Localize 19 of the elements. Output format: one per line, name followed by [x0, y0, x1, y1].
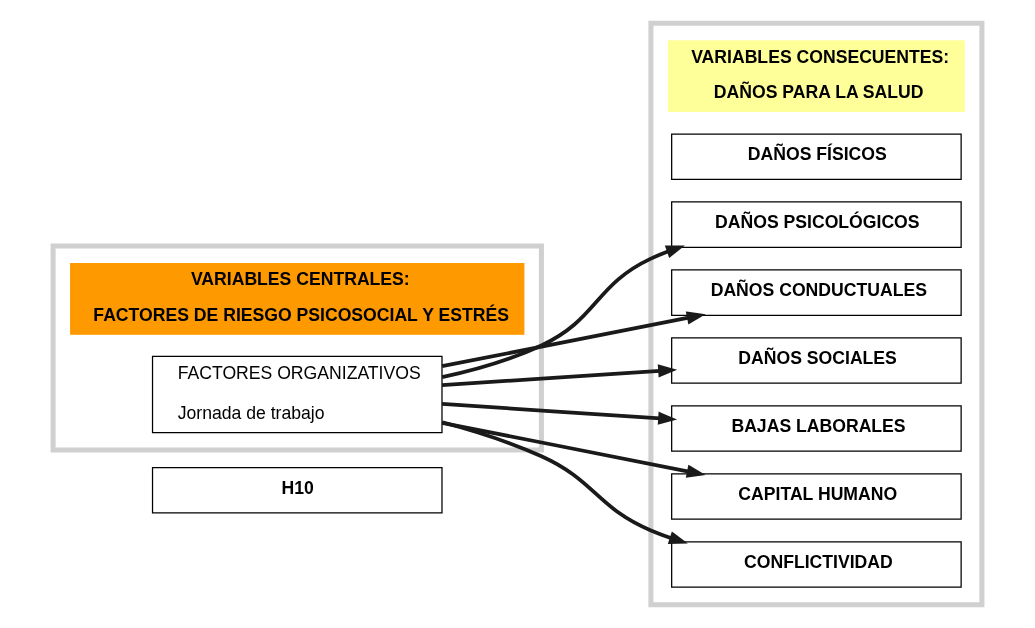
node-box: DAÑOS PSICOLÓGICOS: [671, 201, 962, 248]
arrow: [441, 420, 688, 545]
node-box: BAJAS LABORALES: [671, 405, 962, 452]
node-box: CONFLICTIVIDAD: [671, 541, 962, 588]
node-box: FACTORES ORGANIZATIVOS Jornada de trabajo: [151, 355, 443, 434]
arrow: [441, 311, 706, 369]
arrow: [441, 421, 706, 478]
node-box: DAÑOS SOCIALES: [671, 337, 962, 384]
node-box: VARIABLES CENTRALES: FACTORES DE RIESGO PSICOSOCIAL Y ESTRÉS: [70, 263, 525, 335]
cluster: [50, 243, 544, 453]
node-box: CAPITAL HUMANO: [671, 473, 962, 520]
node-box: DAÑOS CONDUCTUALES: [671, 269, 962, 316]
node-box: VARIABLES CONSECUENTES: DAÑOS PARA LA SALUD: [667, 40, 965, 112]
node-box: DAÑOS FÍSICOS: [671, 133, 962, 180]
arrow: [441, 245, 685, 379]
arrow: [441, 402, 678, 425]
arrow: [441, 364, 678, 387]
node-box: H10: [151, 466, 443, 514]
cluster: [648, 20, 985, 608]
